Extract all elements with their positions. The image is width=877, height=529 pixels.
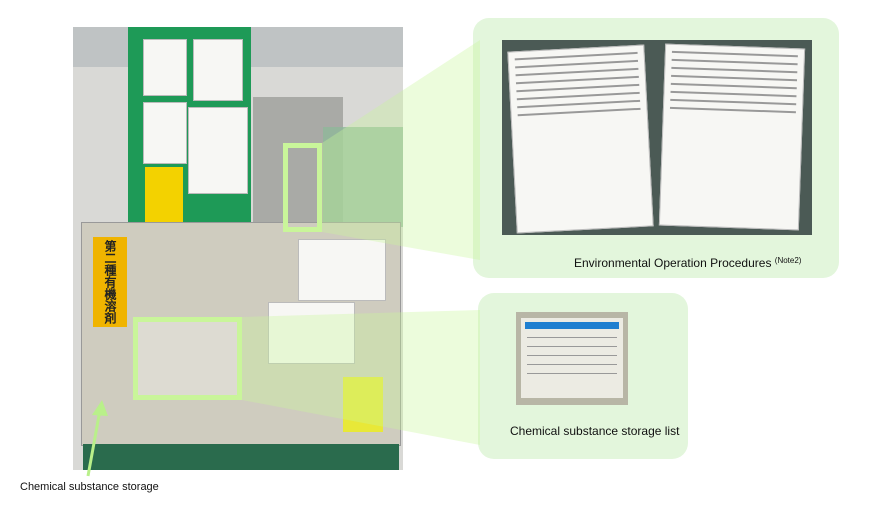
storage-list-label: Chemical substance storage list [510,424,680,438]
cabinet-photo: 第二種有機溶剤 [73,27,403,470]
procedures-highlight [283,143,322,232]
connector-procedures [322,40,480,260]
procedures-label: Environmental Operation Procedures (Note… [574,256,801,270]
storage-list-photo [516,312,628,405]
storage-list-highlight [133,317,242,400]
connector-storage-list [242,310,480,445]
storage-label: Chemical substance storage [20,481,159,493]
arrow-shaft [86,409,102,477]
procedures-photo [502,40,812,235]
procedures-text: Environmental Operation Procedures [574,256,772,270]
procedures-note: (Note2) [774,256,802,265]
arrow-head [92,400,108,416]
cabinet-sign: 第二種有機溶剤 [93,237,127,327]
warning-sign [145,167,183,222]
